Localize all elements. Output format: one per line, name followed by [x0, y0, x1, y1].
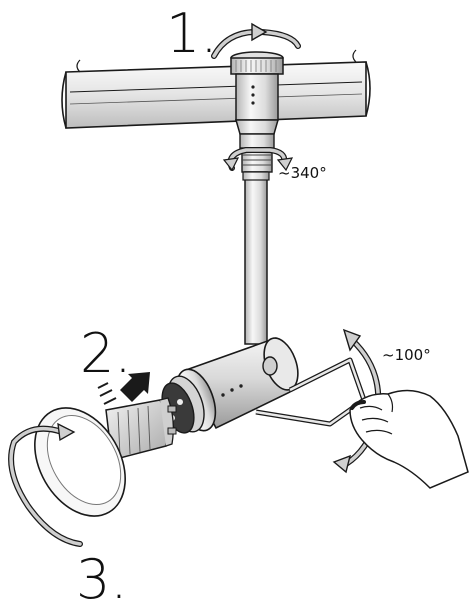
push-arrow	[97, 372, 150, 405]
step-3-label: 3.	[76, 548, 128, 609]
tilt-angle-label: ~100°	[382, 346, 431, 364]
support-stem	[242, 171, 270, 345]
gu10-bulb	[34, 397, 177, 517]
lamp-housing	[161, 337, 299, 434]
step-2-label: 2.	[80, 322, 132, 385]
rotate-knob-arrow	[211, 22, 301, 59]
rotation-angle-label: ~340°	[278, 164, 327, 182]
track-rail	[61, 49, 371, 129]
step-1-label: 1.	[166, 2, 218, 65]
hand-illustration	[349, 389, 469, 489]
threaded-collar	[241, 149, 273, 173]
rotation-340-arrow	[222, 147, 294, 172]
twist-bulb-arrow	[8, 422, 83, 547]
track-adapter	[230, 51, 284, 149]
